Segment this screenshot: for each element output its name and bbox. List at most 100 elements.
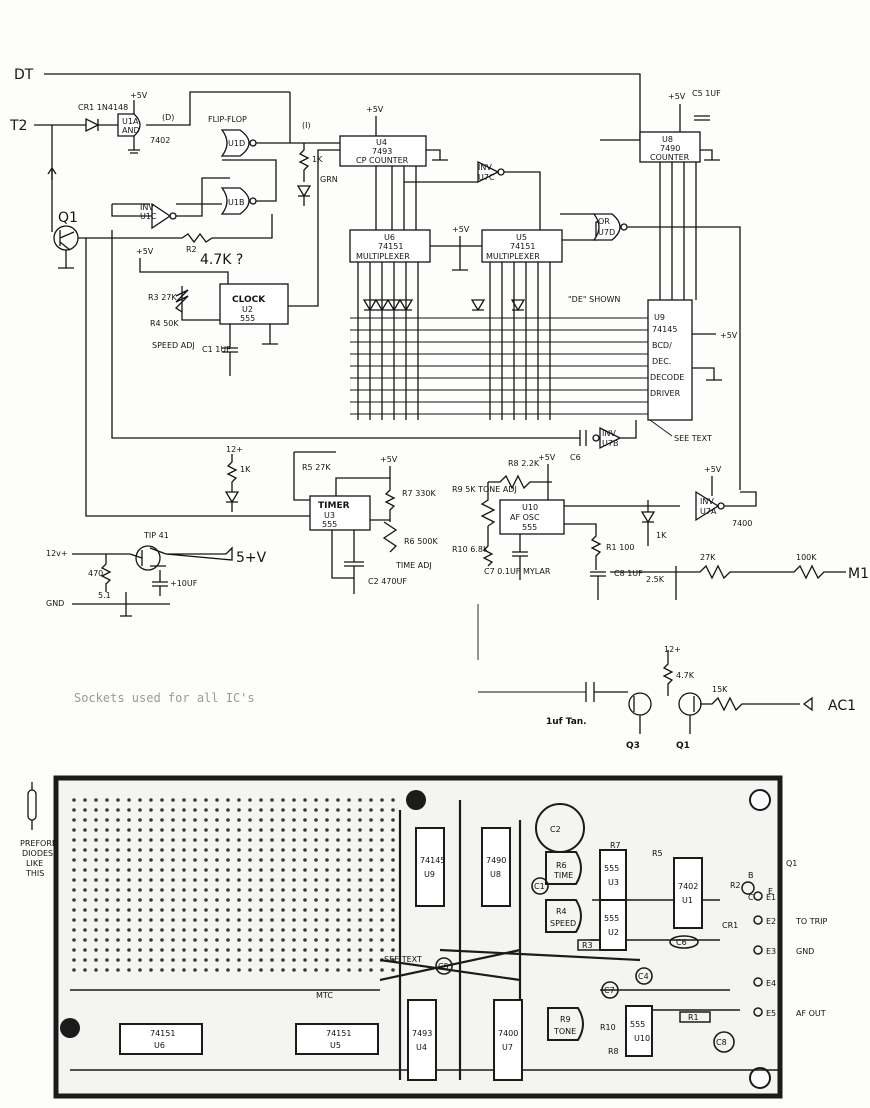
u9-line5: DRIVER (650, 389, 681, 398)
pcb-tone: TONE (553, 1027, 576, 1036)
u1a-name: U1A (122, 117, 139, 126)
pcb-chip-label: U1 (682, 896, 693, 905)
u9-line3: DEC. (652, 357, 671, 366)
pcb-chip-u9 (415, 827, 445, 907)
u7c-type: INV (478, 163, 492, 172)
pcb-c6: C6 (676, 938, 687, 947)
pcb-chip-u6 (119, 1023, 203, 1055)
pcb-chip-label: U3 (608, 878, 619, 887)
m1-label: M1 (848, 566, 869, 582)
u6-type: 74151 (378, 242, 403, 251)
c7-label: C7 0.1UF MYLAR (484, 567, 551, 576)
q3-label: Q3 (626, 741, 640, 751)
u9-line4: DECODE (650, 373, 684, 382)
u7b-type: INV (602, 429, 616, 438)
u7a-type: INV (700, 497, 714, 506)
pcb-chip-label: U2 (608, 928, 619, 937)
pcb-chip-type: 74145 (420, 856, 445, 865)
v12-label: 12v+ (46, 549, 68, 558)
term-e5: E5 (766, 1009, 776, 1018)
u8-name: U8 (662, 135, 673, 144)
u4-type: 7493 (372, 147, 392, 156)
pcb-time: TIME (553, 871, 573, 880)
pcb-speed: SPEED (550, 919, 576, 928)
pcb-c2: C2 (550, 825, 561, 834)
plus5-u7a: +5V (704, 465, 722, 474)
pcb-r3: R3 (582, 941, 593, 950)
pcb-chip-type: 7493 (412, 1029, 432, 1038)
power-section: TIP 41 12v+ 5+V 470 +10UF GND 5.1 (46, 531, 267, 617)
u10-name: U10 (522, 503, 538, 512)
r2-value: 4.7K ? (200, 252, 243, 268)
pin-b: B (748, 871, 754, 880)
pcb-r8: R8 (608, 1047, 619, 1056)
ac-input-section: Sockets used for all IC's 1uf Tan. Q3 Q1… (74, 604, 856, 751)
pcb-chip-type: 74151 (326, 1029, 351, 1038)
pcb-r1: R1 (688, 1013, 699, 1022)
c10uf-label: +10UF (170, 579, 198, 588)
de-shown: "DE" SHOWN (568, 295, 620, 304)
pcb-r4: R4 (556, 907, 567, 916)
i-label: (I) (302, 121, 311, 130)
r3-label: R3 27K (148, 293, 177, 302)
u2-name: U2 (242, 305, 253, 314)
dt-label: DT (14, 67, 34, 83)
pcb-c4: C4 (638, 972, 649, 981)
u7b-name: U7B (602, 439, 618, 448)
pin-e: E (768, 887, 773, 896)
plus5-u10: +5V (538, 453, 556, 462)
pcb-chip-label: U8 (490, 870, 501, 879)
plus5-led: 12+ (226, 445, 243, 454)
c8-label: C8 1UF (614, 569, 643, 578)
grn-label: GRN (320, 175, 338, 184)
tip41-label: TIP 41 (143, 531, 169, 540)
pcb-r2: R2 (730, 881, 741, 890)
pcb-r6: R6 (556, 861, 567, 870)
u6-func: MULTIPLEXER (356, 252, 410, 261)
plus5-u8: +5V (668, 92, 686, 101)
r8-label: R8 2.2K (508, 459, 540, 468)
u6-name: U6 (384, 233, 395, 242)
u9-line2: BCD/ (652, 341, 672, 350)
u3-name: U3 (324, 511, 335, 520)
u7c-name: U7C (478, 173, 495, 182)
gnd-label: GND (46, 599, 64, 608)
u9-name: U9 (654, 313, 665, 322)
u1d-name: U1D (228, 139, 245, 148)
d-label-1: (D) (162, 113, 174, 122)
sockets-note: Sockets used for all IC's (74, 691, 255, 705)
pcb-chip-u3 (599, 849, 627, 901)
pcb-cr1: CR1 (722, 921, 738, 930)
pcb-layout: PREFORM DIODES LIKE THIS 74145U97490U874… (20, 775, 828, 1099)
pcb-r5: R5 (652, 849, 663, 858)
part-7402: 7402 (150, 136, 170, 145)
u5-name: U5 (516, 233, 527, 242)
pcb-q1: Q1 (786, 859, 797, 868)
pcb-chip-type: 7490 (486, 856, 506, 865)
r1k-c: 1K (656, 531, 667, 540)
plus5-u1a: +5V (130, 91, 148, 100)
term-to-trip: TO TRIP (795, 917, 828, 926)
pcb-chip-type: 74151 (150, 1029, 175, 1038)
speed-adj: SPEED ADJ (152, 341, 195, 350)
pcb-c7: C7 (604, 986, 615, 995)
r1-label: R1 100 (606, 543, 634, 552)
pcb-note-3: LIKE (26, 859, 43, 868)
pcb-chip-label: U4 (416, 1043, 427, 1052)
plus5-u2: +5V (136, 247, 154, 256)
pcb-chip-u8 (481, 827, 511, 907)
pcb-chip-u10 (625, 1005, 653, 1057)
pcb-chip-type: 7400 (498, 1029, 518, 1038)
pcb-chip-label: U5 (330, 1041, 341, 1050)
c2-label: C2 470UF (368, 577, 407, 586)
pcb-chip-label: U6 (154, 1041, 165, 1050)
u4-section: +5V U4 7493 CP COUNTER INV U7C (339, 105, 541, 230)
pot25-label: 2.5K (646, 575, 665, 584)
input-section: DT T2 CR1 1N4148 U1A AND +5V (D) 7402 U1… (9, 67, 641, 269)
r470-label: 470 (88, 569, 103, 578)
u8-section: +5V C5 1UF U8 7490 COUNTER (600, 89, 721, 300)
pcb-c1: C1 (534, 882, 545, 891)
ac1-label: AC1 (828, 698, 856, 714)
pcb-c8: C8 (716, 1038, 727, 1047)
